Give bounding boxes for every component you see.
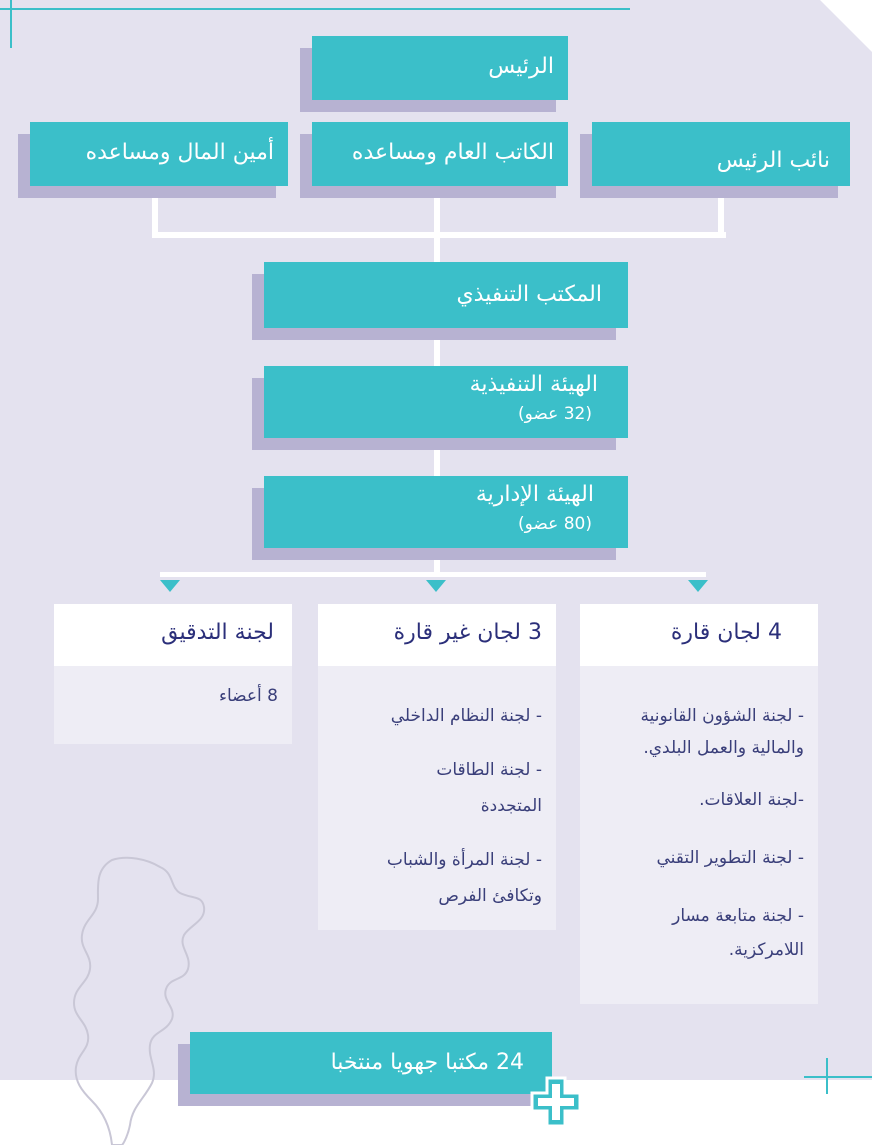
- treasurer-label: أمين المال ومساعده: [85, 140, 274, 165]
- regional-offices-label: 24 مكتبا جهويا منتخبا: [330, 1050, 524, 1075]
- permanent-committees-title: 4 لجان قارة: [670, 620, 782, 645]
- secretary-label: الكاتب العام ومساعده: [351, 140, 554, 165]
- list-item: -لجنة العلاقات.: [699, 790, 804, 810]
- decor-line-bottom-right-v: [826, 1058, 828, 1094]
- list-item: اللامركزية.: [728, 940, 804, 960]
- executive-office-box: المكتب التنفيذي: [264, 262, 628, 328]
- arrow-down-permanent-icon: [688, 580, 708, 592]
- decor-line-top: [0, 8, 630, 10]
- plus-icon: [530, 1076, 582, 1128]
- vice-president-box: نائب الرئيس: [592, 122, 850, 186]
- decor-line-left: [10, 0, 12, 48]
- connector-right-drop: [718, 190, 724, 238]
- nonpermanent-committees-title: 3 لجان غير قارة: [393, 620, 542, 645]
- arrow-down-audit-icon: [160, 580, 180, 592]
- executive-body-title: الهيئة التنفيذية: [469, 372, 598, 397]
- audit-committee-card: لجنة التدقيق 8 أعضاء: [54, 604, 292, 744]
- list-item: - لجنة الشؤون القانونية: [640, 706, 804, 726]
- nonpermanent-committees-header: 3 لجان غير قارة: [318, 604, 556, 666]
- list-item: - لجنة متابعة مسار: [672, 906, 804, 926]
- president-label: الرئيس: [488, 54, 554, 79]
- decor-line-bottom-right-h: [804, 1076, 872, 1078]
- connector-body-to-admin: [434, 438, 440, 478]
- connector-exec-to-body: [434, 328, 440, 368]
- nonpermanent-committees-body: - لجنة النظام الداخلي - لجنة الطاقات الم…: [318, 666, 556, 930]
- audit-committee-title: لجنة التدقيق: [161, 620, 274, 645]
- list-item: - لجنة المرأة والشباب: [386, 850, 542, 870]
- treasurer-box: أمين المال ومساعده: [30, 122, 288, 186]
- administrative-body-box: الهيئة الإدارية (80 عضو): [264, 476, 628, 548]
- administrative-body-title: الهيئة الإدارية: [475, 482, 594, 507]
- list-item: - لجنة النظام الداخلي: [390, 706, 542, 726]
- audit-members: 8 أعضاء: [218, 686, 278, 706]
- administrative-body-members: (80 عضو): [518, 514, 592, 534]
- connector-committees-horizontal: [160, 572, 706, 577]
- audit-committee-header: لجنة التدقيق: [54, 604, 292, 666]
- arrow-down-nonpermanent-icon: [426, 580, 446, 592]
- permanent-committees-header: 4 لجان قارة: [580, 604, 818, 666]
- permanent-committees-body: - لجنة الشؤون القانونية والمالية والعمل …: [580, 666, 818, 1004]
- nonpermanent-committees-card: 3 لجان غير قارة - لجنة النظام الداخلي - …: [318, 604, 556, 930]
- audit-committee-body: 8 أعضاء: [54, 666, 292, 744]
- list-item: والمالية والعمل البلدي.: [643, 738, 804, 758]
- tunisia-map-icon: [72, 856, 206, 1145]
- executive-body-members: (32 عضو): [518, 404, 592, 424]
- secretary-box: الكاتب العام ومساعده: [312, 122, 568, 186]
- connector-admin-drop: [434, 548, 440, 574]
- connector-center-drop: [434, 186, 440, 264]
- permanent-committees-card: 4 لجان قارة - لجنة الشؤون القانونية والم…: [580, 604, 818, 1004]
- executive-office-label: المكتب التنفيذي: [456, 282, 602, 307]
- connector-left-drop: [152, 190, 158, 238]
- regional-offices-badge: 24 مكتبا جهويا منتخبا: [190, 1032, 552, 1094]
- list-item: - لجنة التطوير التقني: [656, 848, 804, 868]
- list-item: وتكافئ الفرص: [438, 886, 542, 906]
- president-box: الرئيس: [312, 36, 568, 100]
- vice-president-label: نائب الرئيس: [716, 148, 830, 173]
- list-item: المتجددة: [480, 796, 542, 816]
- list-item: - لجنة الطاقات: [436, 760, 542, 780]
- executive-body-box: الهيئة التنفيذية (32 عضو): [264, 366, 628, 438]
